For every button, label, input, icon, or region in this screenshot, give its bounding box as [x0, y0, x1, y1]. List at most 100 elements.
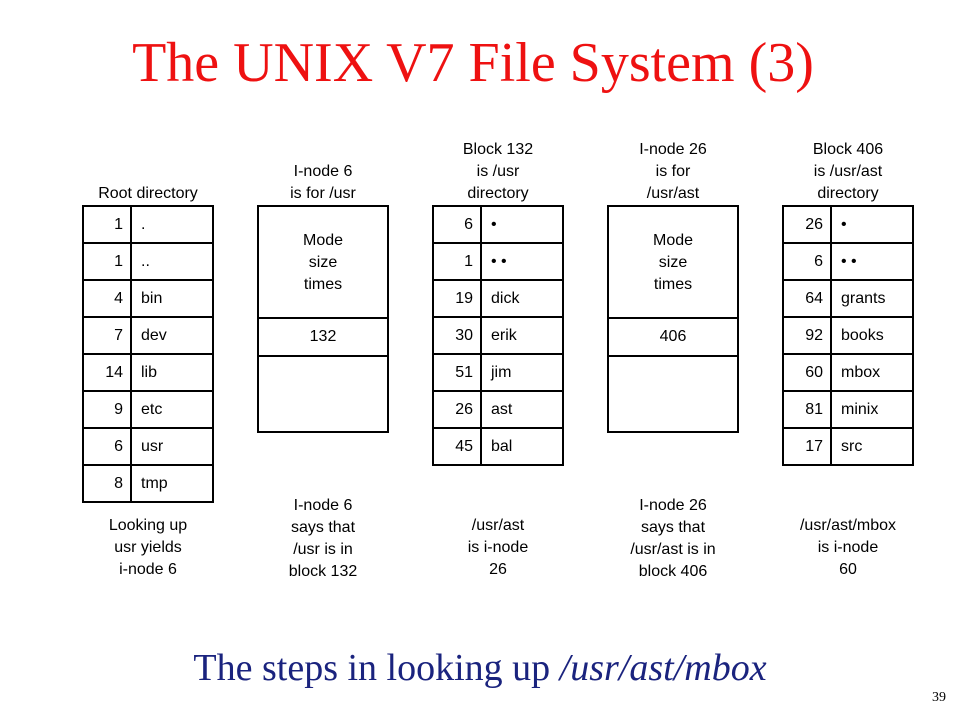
inode-number: 17: [784, 429, 832, 464]
header-line: [82, 161, 214, 183]
slide-caption: The steps in looking up /usr/ast/mbox: [0, 644, 960, 692]
entry-name: grants: [841, 289, 886, 307]
entry-name: bal: [491, 437, 513, 455]
header-line: directory: [467, 185, 529, 202]
header-line: directory: [817, 185, 879, 202]
inode-number: 60: [784, 355, 832, 390]
header-line: I-node 26: [639, 141, 707, 158]
footer-line: /usr is in: [293, 541, 353, 558]
entry-name: ..: [141, 252, 150, 270]
entry-name: .: [141, 215, 146, 233]
inode-number: 19: [434, 281, 482, 316]
header-line: I-node 6: [293, 163, 353, 180]
entry-name: lib: [141, 363, 158, 381]
footer-line: 26: [489, 561, 507, 578]
footer-line: is i-node: [817, 539, 879, 556]
directory-entry: 45 bal: [434, 427, 562, 464]
directory-entry: 64 grants: [784, 279, 912, 316]
column-header: I-node 26 is for/usr/ast: [607, 139, 739, 205]
header-line: [257, 139, 389, 161]
footer-line: 60: [839, 561, 857, 578]
column-header: Block 406 is /usr/ast directory: [782, 139, 914, 205]
column-header: Root directory: [82, 139, 214, 205]
directory-entry: 26 •: [784, 207, 912, 242]
block-pointer: 406: [609, 319, 737, 357]
directory-entry: 1 • •: [434, 242, 562, 279]
entry-name: books: [841, 326, 884, 344]
footer-line: says that: [640, 519, 706, 536]
entry-name: •: [841, 215, 847, 233]
inode-number: 1: [434, 244, 482, 279]
entry-name: tmp: [141, 474, 168, 492]
header-line: Root directory: [98, 185, 198, 202]
header-line: [82, 139, 214, 161]
footer-line: block 406: [638, 563, 708, 580]
entry-name: • •: [841, 252, 857, 270]
inode-number: 92: [784, 318, 832, 353]
header-line: is /usr: [476, 163, 520, 180]
metadata-field: times: [653, 276, 693, 293]
inode-number: 14: [84, 355, 132, 390]
entry-name: jim: [491, 363, 512, 381]
directory-entry: 19 dick: [434, 279, 562, 316]
caption-path: /usr/ast/mbox: [559, 647, 767, 689]
slide-title: The UNIX V7 File System (3): [132, 32, 814, 94]
footer-line: /usr/ast/mbox: [799, 517, 897, 534]
footer-line: /usr/ast: [471, 517, 525, 534]
entry-name: dick: [491, 289, 520, 307]
directory-entry: 1.: [84, 207, 212, 242]
inode-number: 45: [434, 429, 482, 464]
entry-name: • •: [491, 252, 507, 270]
header-line: is for /usr: [290, 185, 356, 202]
header-line: Block 132: [462, 141, 534, 158]
footer-line: I-node 6: [293, 497, 353, 514]
inode-number: 6: [84, 429, 132, 464]
caption-text: The steps in looking up: [193, 647, 560, 689]
header-line: /usr/ast: [646, 185, 700, 202]
empty-pointers: [259, 357, 387, 431]
metadata-field: times: [303, 276, 343, 293]
entry-name: bin: [141, 289, 163, 307]
header-line: is for: [655, 163, 691, 180]
metadata-field: Mode: [302, 232, 344, 249]
column-footer: /usr/ast/mbox is i-node 60: [782, 515, 914, 581]
inode-number: 26: [784, 207, 832, 242]
directory-entry: 1..: [84, 242, 212, 279]
entry-name: •: [491, 215, 497, 233]
footer-line: Looking up: [108, 517, 188, 534]
inode-number: 64: [784, 281, 832, 316]
header-line: Block 406: [812, 141, 884, 158]
footer-line: /usr/ast is in: [630, 541, 716, 558]
header-line: is /usr/ast: [813, 163, 883, 180]
column-footer: I-node 26 says that/usr/ast is in block 40…: [607, 495, 739, 583]
entry-name: erik: [491, 326, 517, 344]
metadata-field: Mode: [652, 232, 694, 249]
inode-number: 9: [84, 392, 132, 427]
inode-number: 6: [434, 207, 482, 242]
directory-entry: 92 books: [784, 316, 912, 353]
footer-line: says that: [290, 519, 356, 536]
column-header: Block 132 is /usr directory: [432, 139, 564, 205]
directory-entry: 14 lib: [84, 353, 212, 390]
inode-number: 6: [784, 244, 832, 279]
directory-entry: 6•: [434, 207, 562, 242]
empty-pointers: [609, 357, 737, 431]
directory-entry: 6 • •: [784, 242, 912, 279]
footer-line: I-node 26: [639, 497, 707, 514]
entry-name: ast: [491, 400, 513, 418]
metadata-field: size: [658, 254, 688, 271]
